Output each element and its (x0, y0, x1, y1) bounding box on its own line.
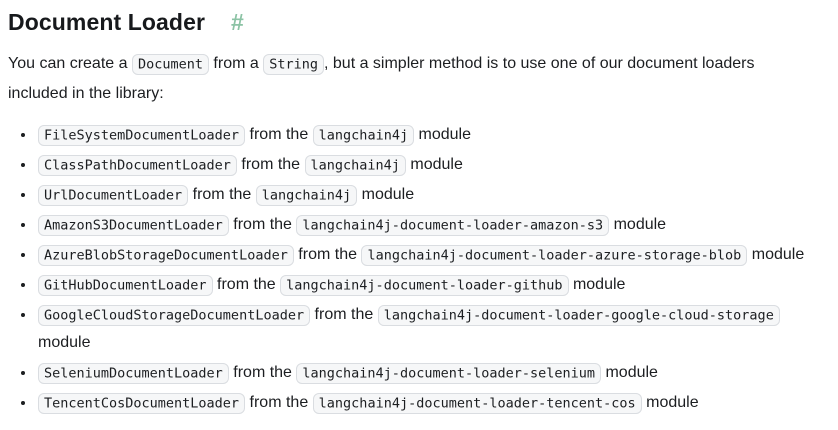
loader-class-code: UrlDocumentLoader (38, 184, 189, 206)
intro-text-segment: You can create a (8, 55, 132, 72)
loader-class-code: FileSystemDocumentLoader (38, 124, 246, 146)
loader-module-code: langchain4j (304, 154, 406, 176)
loader-class-code: GitHubDocumentLoader (38, 274, 213, 296)
list-item-connector-text: from the (192, 186, 252, 203)
list-item-connector-text: from the (249, 126, 309, 143)
loader-class-code: SeleniumDocumentLoader (38, 362, 229, 384)
loader-list-item: FileSystemDocumentLoader from the langch… (36, 121, 830, 149)
list-item-suffix-text: module (751, 246, 805, 263)
loader-module-code: langchain4j-document-loader-google-cloud… (377, 304, 780, 326)
loader-list-item: AzureBlobStorageDocumentLoader from the … (36, 241, 830, 269)
loader-module-code: langchain4j (255, 184, 358, 206)
list-item-connector-text: from the (233, 364, 292, 381)
list-item-suffix-text: module (605, 364, 658, 381)
loader-class-code: AzureBlobStorageDocumentLoader (38, 244, 294, 266)
loader-class-code: AmazonS3DocumentLoader (38, 214, 229, 236)
loader-list-item: AmazonS3DocumentLoader from the langchai… (36, 211, 830, 239)
loader-list-item: GitHubDocumentLoader from the langchain4… (36, 271, 830, 299)
list-item-connector-text: from the (233, 216, 292, 233)
loader-list-item: GoogleCloudStorageDocumentLoader from th… (36, 301, 830, 357)
loader-class-code: ClassPathDocumentLoader (38, 154, 237, 176)
page-title-text: Document Loader (8, 9, 206, 35)
loader-list-item: SeleniumDocumentLoader from the langchai… (36, 359, 830, 387)
list-item-connector-text: from the (298, 246, 357, 263)
loader-module-code: langchain4j-document-loader-amazon-s3 (296, 214, 610, 236)
list-item-connector-text: from the (249, 394, 309, 411)
heading-anchor-link[interactable]: # (231, 9, 244, 35)
list-item-connector-text: from the (241, 156, 301, 173)
loader-module-code: langchain4j-document-loader-azure-storag… (361, 244, 748, 266)
intro-text-segment: , but a simpler method is to use one of … (8, 55, 755, 102)
loader-list-item: ClassPathDocumentLoader from the langcha… (36, 151, 830, 179)
list-item-suffix-text: module (361, 186, 415, 203)
list-item-suffix-text: module (38, 334, 91, 351)
loader-module-code: langchain4j (312, 124, 415, 146)
page-title: Document Loader # (8, 8, 830, 37)
list-item-suffix-text: module (418, 126, 472, 143)
inline-code-string: String (263, 53, 324, 75)
document-loader-page: Document Loader # You can create a Docume… (8, 8, 830, 417)
list-item-suffix-text: module (646, 394, 699, 411)
loader-list-item: TencentCosDocumentLoader from the langch… (36, 389, 830, 417)
loader-module-code: langchain4j-document-loader-selenium (296, 362, 602, 384)
intro-paragraph: You can create a Document from a String,… (8, 49, 812, 109)
list-item-connector-text: from the (217, 276, 276, 293)
loader-list-item: UrlDocumentLoader from the langchain4j m… (36, 181, 830, 209)
loader-module-code: langchain4j-document-loader-tencent-cos (312, 392, 642, 414)
loader-class-code: GoogleCloudStorageDocumentLoader (38, 304, 311, 326)
list-item-suffix-text: module (410, 156, 463, 173)
loader-list: FileSystemDocumentLoader from the langch… (8, 121, 830, 417)
intro-text-segment: from a (208, 55, 264, 72)
loader-module-code: langchain4j-document-loader-github (280, 274, 569, 296)
list-item-connector-text: from the (314, 306, 374, 323)
inline-code-document: Document (131, 53, 209, 75)
loader-class-code: TencentCosDocumentLoader (38, 392, 246, 414)
list-item-suffix-text: module (572, 276, 626, 293)
list-item-suffix-text: module (613, 216, 667, 233)
